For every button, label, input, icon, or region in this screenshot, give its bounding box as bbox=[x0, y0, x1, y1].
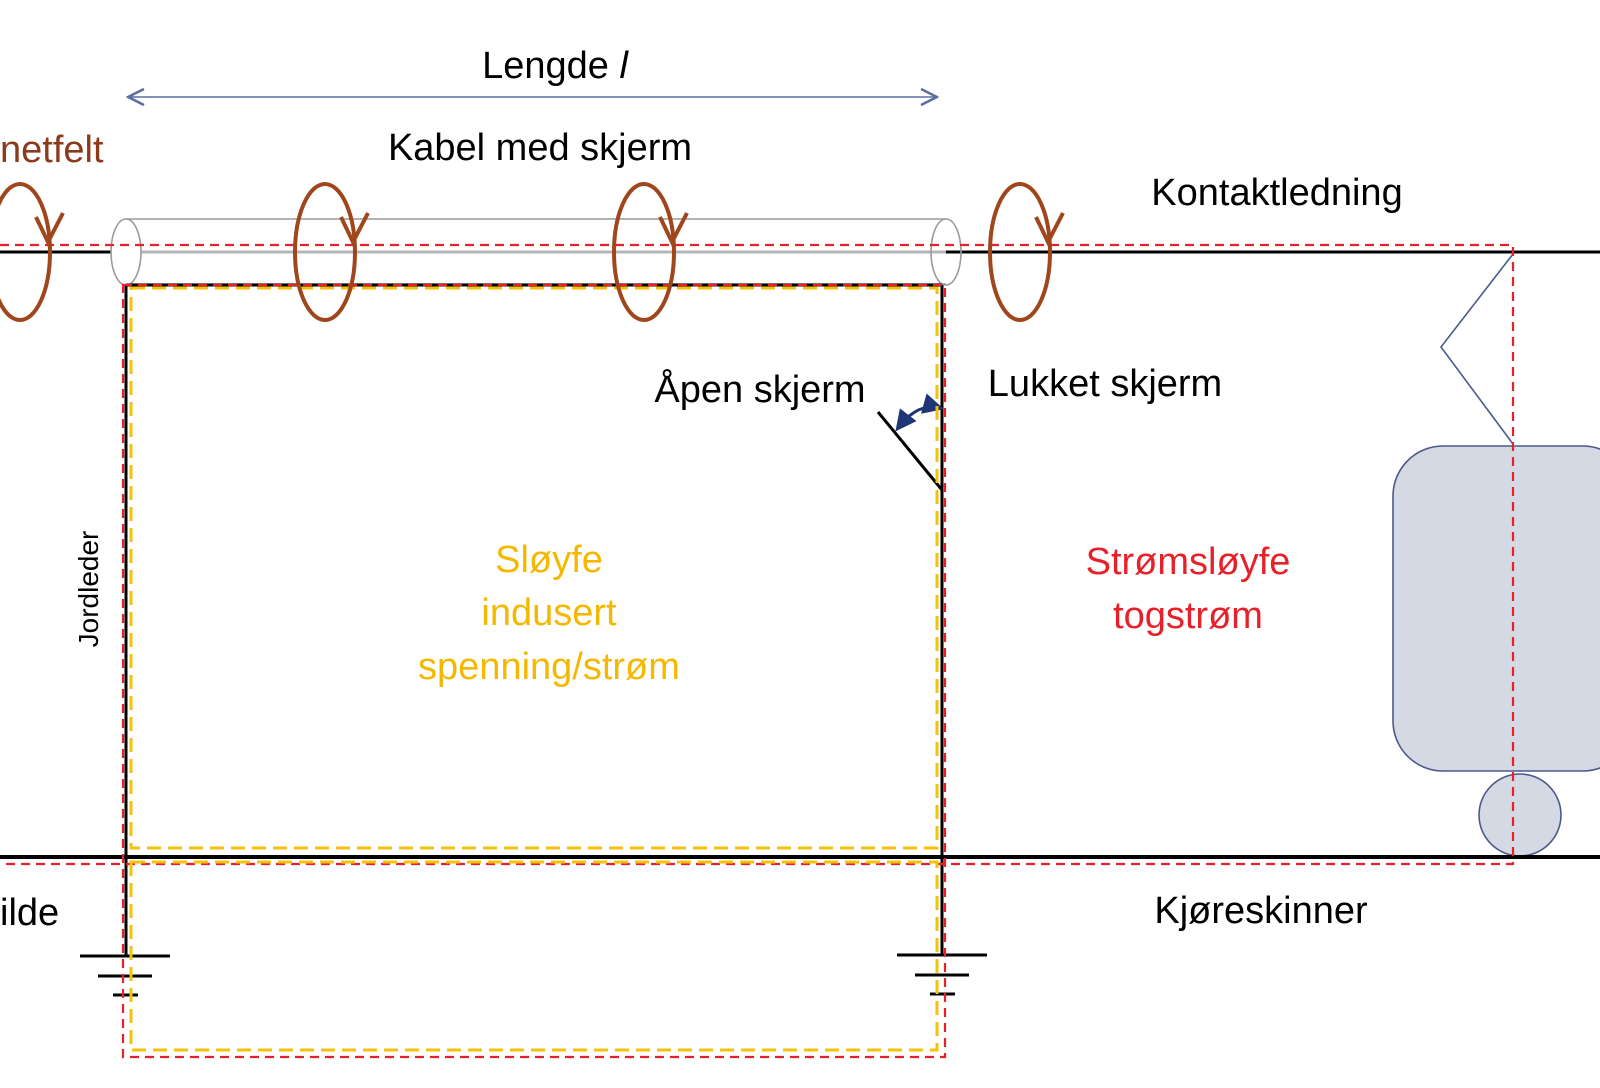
shield-arrow bbox=[895, 393, 945, 432]
induced-loop-label-3: spenning/strøm bbox=[418, 646, 680, 688]
ground-conductor-label: Jordleder bbox=[73, 531, 104, 648]
train-wheel bbox=[1478, 773, 1562, 857]
current-loop-label-2: togstrøm bbox=[1113, 595, 1263, 637]
induced-loop-label-1: Sløyfe bbox=[495, 539, 603, 581]
closed-shield-label: Lukket skjerm bbox=[988, 363, 1222, 405]
ground-symbol-right bbox=[897, 953, 987, 996]
magnetic-field-arrow-2 bbox=[293, 182, 370, 322]
red-loop-upper bbox=[0, 243, 1515, 866]
magnetic-field-arrow-4 bbox=[988, 182, 1065, 322]
magnetic-field-label: netfelt bbox=[0, 129, 104, 171]
train-body bbox=[1392, 445, 1600, 772]
induced-loop-label-2: indusert bbox=[481, 592, 617, 634]
yellow-loop-upper bbox=[129, 286, 939, 850]
red-loop-lower bbox=[121, 283, 947, 1059]
pantograph bbox=[1439, 253, 1514, 445]
current-loop-label-1: Strømsløyfe bbox=[1086, 541, 1291, 583]
magnetic-field-arrow-3 bbox=[612, 182, 689, 322]
contact-wire-label: Kontaktledning bbox=[1151, 172, 1402, 214]
cable-label: Kabel med skjerm bbox=[388, 127, 692, 169]
ground-symbol-left bbox=[80, 954, 170, 997]
length-label: Lengde l bbox=[482, 45, 629, 87]
magnetic-field-arrow-1 bbox=[0, 182, 65, 322]
yellow-loop-lower bbox=[129, 860, 939, 1052]
rails-label: Kjøreskinner bbox=[1154, 890, 1368, 932]
open-shield-switch bbox=[876, 411, 944, 491]
shielded-cable bbox=[110, 218, 962, 286]
open-shield-label: Åpen skjerm bbox=[654, 367, 865, 411]
source-label: ilde bbox=[0, 892, 59, 934]
